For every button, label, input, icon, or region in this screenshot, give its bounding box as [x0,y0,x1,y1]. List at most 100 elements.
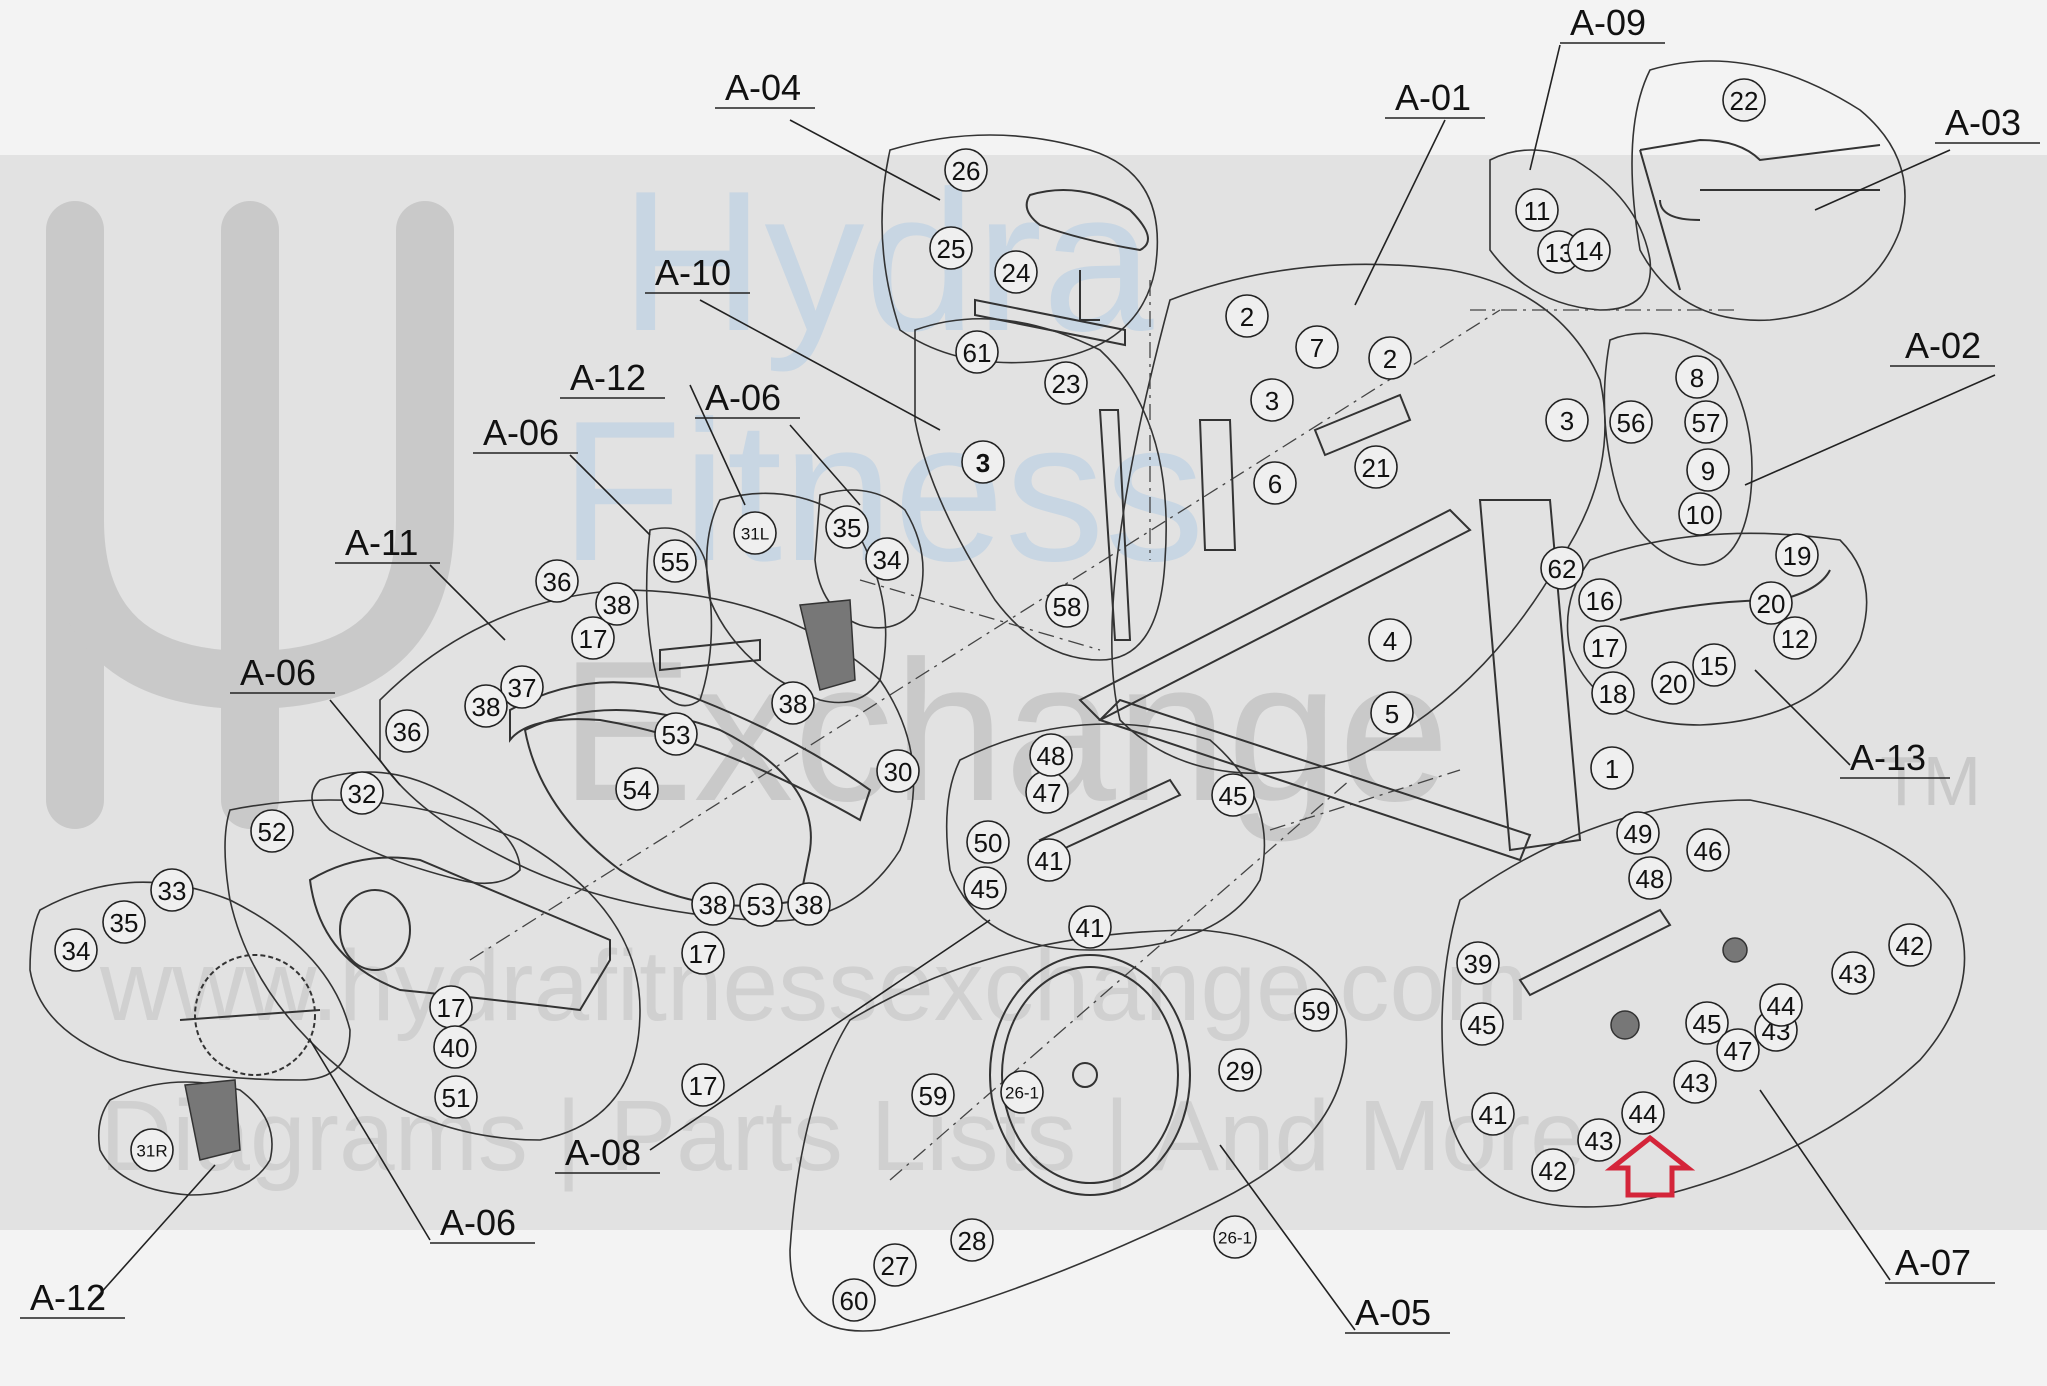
part-callout[interactable]: 39 [1456,941,1500,985]
part-callout[interactable]: 38 [787,882,831,926]
part-callout[interactable]: 54 [615,767,659,811]
part-callout[interactable]: 44 [1759,983,1803,1027]
part-callout[interactable]: 45 [963,866,1007,910]
part-callout[interactable]: 38 [691,882,735,926]
part-callout[interactable]: 8 [1675,355,1719,399]
part-callout[interactable]: 17 [571,616,615,660]
part-callout[interactable]: 26-1 [1213,1215,1257,1259]
group-label-a-13[interactable]: A-13 [1850,737,1926,778]
part-callout[interactable]: 27 [873,1243,917,1287]
group-label-a-06c[interactable]: A-06 [240,652,316,693]
group-label-a-06b[interactable]: A-06 [483,412,559,453]
part-callout[interactable]: 43 [1673,1060,1717,1104]
group-label-a-11[interactable]: A-11 [345,522,418,563]
part-callout[interactable]: 33 [150,868,194,912]
part-callout[interactable]: 22 [1722,78,1766,122]
part-callout[interactable]: 36 [385,709,429,753]
part-callout[interactable]: 48 [1628,856,1672,900]
part-callout[interactable]: 4 [1368,618,1412,662]
part-callout[interactable]: 47 [1025,770,1069,814]
part-callout[interactable]: 17 [681,931,725,975]
group-label-a-02[interactable]: A-02 [1905,325,1981,366]
part-callout[interactable]: 60 [832,1278,876,1322]
part-callout[interactable]: 50 [966,820,1010,864]
part-callout[interactable]: 45 [1685,1001,1729,1045]
part-callout[interactable]: 34 [54,928,98,972]
group-label-a-01[interactable]: A-01 [1395,77,1471,118]
part-callout[interactable]: 19 [1775,533,1819,577]
part-callout[interactable]: 41 [1068,905,1112,949]
part-callout[interactable]: 38 [771,681,815,725]
part-callout[interactable]: 43 [1831,951,1875,995]
part-callout[interactable]: 40 [433,1025,477,1069]
part-callout[interactable]: 51 [434,1075,478,1119]
part-callout[interactable]: 16 [1578,578,1622,622]
part-callout[interactable]: 3 [1545,398,1589,442]
group-label-a-06a[interactable]: A-06 [705,377,781,418]
part-callout[interactable]: 42 [1531,1148,1575,1192]
part-callout[interactable]: 62 [1540,546,1584,590]
part-callout[interactable]: 31R [130,1128,174,1172]
selected-part-arrow[interactable] [1604,1134,1696,1198]
group-label-a-12a[interactable]: A-12 [570,357,646,398]
part-callout[interactable]: 45 [1211,773,1255,817]
part-callout[interactable]: 5 [1370,691,1414,735]
part-callout[interactable]: 2 [1368,336,1412,380]
part-callout[interactable]: 46 [1686,828,1730,872]
part-callout[interactable]: 20 [1749,581,1793,625]
part-callout[interactable]: 26 [944,148,988,192]
part-callout[interactable]: 59 [1294,988,1338,1032]
part-callout[interactable]: 36 [535,559,579,603]
group-label-a-08[interactable]: A-08 [565,1132,641,1173]
part-callout[interactable]: 24 [994,250,1038,294]
part-callout[interactable]: 12 [1773,616,1817,660]
part-callout[interactable]: 32 [340,771,384,815]
part-callout[interactable]: 61 [955,330,999,374]
part-callout[interactable]: 41 [1027,838,1071,882]
part-callout[interactable]: 17 [1583,625,1627,669]
group-label-a-10[interactable]: A-10 [655,252,731,293]
part-callout[interactable]: 6 [1253,461,1297,505]
part-callout[interactable]: 7 [1295,325,1339,369]
part-callout[interactable]: 53 [739,883,783,927]
part-callout[interactable]: 59 [911,1073,955,1117]
part-callout[interactable]: 38 [464,684,508,728]
part-callout[interactable]: 17 [429,985,473,1029]
part-callout[interactable]: 21 [1354,445,1398,489]
part-callout[interactable]: 44 [1621,1091,1665,1135]
part-callout[interactable]: 25 [929,226,973,270]
group-label-a-04[interactable]: A-04 [725,67,801,108]
part-callout[interactable]: 26-1 [1000,1070,1044,1114]
part-callout[interactable]: 57 [1684,400,1728,444]
part-callout[interactable]: 20 [1651,661,1695,705]
part-callout[interactable]: 29 [1218,1048,1262,1092]
part-callout[interactable]: 48 [1029,733,1073,777]
part-callout[interactable]: 45 [1460,1002,1504,1046]
part-callout[interactable]: 37 [500,665,544,709]
part-callout[interactable]: 28 [950,1218,994,1262]
part-callout[interactable]: 3 [1250,378,1294,422]
part-callout[interactable]: 18 [1591,671,1635,715]
part-callout[interactable]: 15 [1692,643,1736,687]
part-callout[interactable]: 31L [733,511,777,555]
part-callout[interactable]: 35 [825,505,869,549]
part-callout[interactable]: 14 [1567,228,1611,272]
part-callout[interactable]: 38 [595,582,639,626]
part-callout[interactable]: 55 [653,539,697,583]
part-callout[interactable]: 49 [1616,811,1660,855]
part-callout[interactable]: 3 [961,440,1005,484]
part-callout[interactable]: 1 [1590,746,1634,790]
part-callout[interactable]: 30 [876,749,920,793]
group-label-a-09[interactable]: A-09 [1570,2,1646,43]
group-label-a-06d[interactable]: A-06 [440,1202,516,1243]
part-callout[interactable]: 35 [102,900,146,944]
part-callout[interactable]: 9 [1686,448,1730,492]
part-callout[interactable]: 23 [1044,361,1088,405]
part-callout[interactable]: 56 [1609,400,1653,444]
part-callout[interactable]: 43 [1577,1118,1621,1162]
part-callout[interactable]: 34 [865,537,909,581]
group-label-a-05[interactable]: A-05 [1355,1292,1431,1333]
part-callout[interactable]: 58 [1045,584,1089,628]
part-callout[interactable]: 17 [681,1063,725,1107]
part-callout[interactable]: 53 [654,712,698,756]
